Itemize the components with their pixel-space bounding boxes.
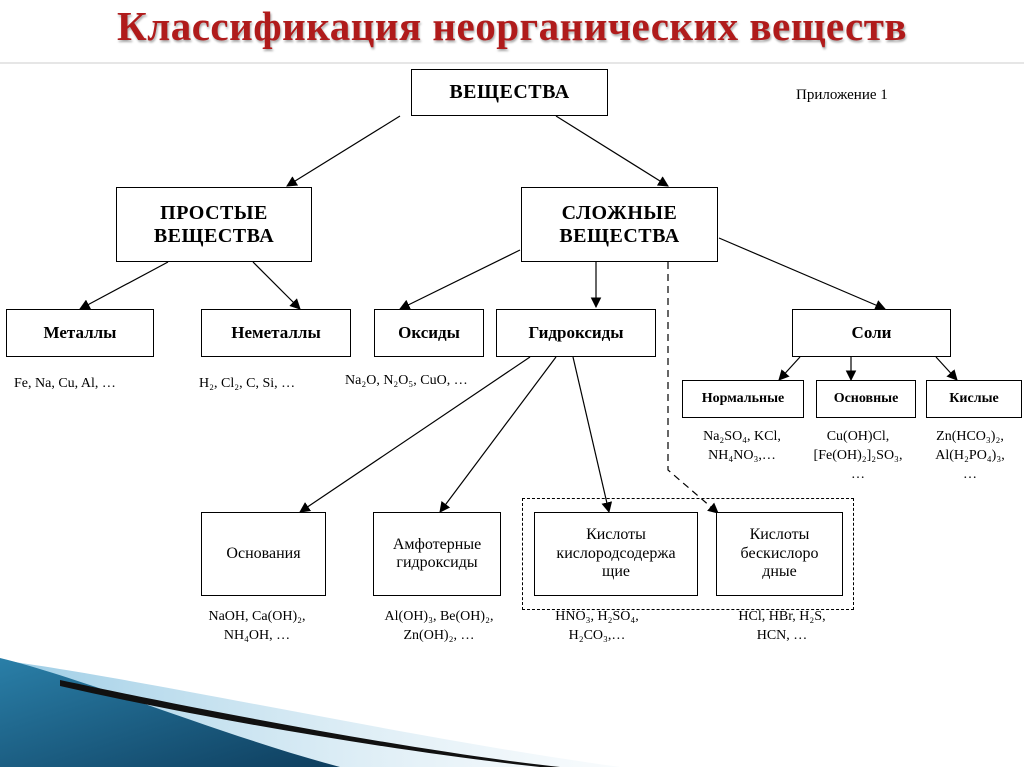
arrow-simple-nonmetals [252, 261, 301, 310]
slide-title: Классификация неорганических веществ [116, 3, 908, 49]
node-oxygen-acids-label: Кислоты кислородсодержа щие [556, 526, 676, 581]
node-normal-salts: Нормальные [682, 380, 804, 418]
amphoteric-examples-line-2: Zn(OH)₂, … [403, 627, 475, 643]
decorative-bottom-wedge [0, 658, 620, 767]
node-oxygenfree-acids: Кислоты бескислоро дные [716, 512, 843, 596]
node-basic-salts: Основные [816, 380, 916, 418]
nonmetals-examples: H₂, Cl₂, C, Si, … [199, 376, 296, 391]
node-complex-substances-label: СЛОЖНЫЕ ВЕЩЕСТВА [559, 201, 680, 247]
node-salts-label: Соли [851, 323, 892, 343]
node-simple-substances-label: ПРОСТЫЕ ВЕЩЕСТВА [153, 201, 275, 247]
node-nonmetals-label: Неметаллы [231, 323, 321, 343]
node-oxides-label: Оксиды [398, 323, 460, 343]
node-amphoteric-hydroxides-label: Амфотерные гидроксиды [392, 535, 482, 571]
title-divider [0, 62, 1024, 64]
node-hydroxides-label: Гидроксиды [528, 323, 624, 343]
node-substances-label: ВЕЩЕСТВА [449, 81, 570, 103]
node-bases-label: Основания [226, 544, 301, 562]
arrow-hydroxides-amphoteric [439, 356, 557, 513]
node-bases: Основания [201, 512, 326, 596]
oxy-acids-examples-line-2: H₂CO₃,… [568, 627, 626, 643]
basic-salts-examples-line-3: … [851, 466, 865, 482]
node-substances: ВЕЩЕСТВА [411, 69, 608, 116]
wedge-teal-band [0, 658, 340, 767]
node-hydroxides: Гидроксиды [496, 309, 656, 357]
arrow-complex-oxides [399, 249, 521, 310]
oxides-examples: Na₂O, N₂O₅, CuO, … [345, 373, 468, 388]
bases-examples: NaOH, Ca(OH)₂, NH₄OH, … [195, 608, 319, 646]
node-normal-salts-label: Нормальные [701, 390, 785, 406]
basic-salts-examples-line-1: Cu(OH)Cl, [826, 429, 890, 444]
node-acid-salts: Кислые [926, 380, 1022, 418]
arrow-simple-metals [79, 261, 169, 310]
basic-salts-examples: Cu(OH)Cl, [Fe(OH)₂]₂SO₃, … [796, 428, 920, 485]
bases-examples-line-2: NH₄OH, … [223, 627, 291, 643]
basic-salts-examples-line-2: [Fe(OH)₂]₂SO₃, [813, 447, 903, 463]
node-nonmetals: Неметаллы [201, 309, 351, 357]
acid-salts-examples-line-1: Zn(HCO₃)₂, [936, 429, 1004, 444]
metals-examples: Fe, Na, Cu, Al, … [14, 376, 116, 391]
arrow-complex-salts [718, 237, 886, 311]
oxygenfree-acids-examples-line-2: HCN, … [756, 627, 808, 643]
node-oxygenfree-acids-label: Кислоты бескислоро дные [740, 526, 819, 581]
node-metals-label: Металлы [43, 323, 117, 343]
arrow-substances-simple [286, 115, 401, 187]
arrow-salts-acid [935, 356, 958, 381]
oxygenfree-acids-examples: HCl, HBr, H₂S, HCN, … [722, 608, 842, 646]
acid-salts-examples: Zn(HCO₃)₂, Al(H₂PO₄)₃, … [922, 428, 1018, 485]
amphoteric-examples-line-1: Al(OH)₃, Be(OH)₂, [384, 609, 494, 624]
node-amphoteric-hydroxides: Амфотерные гидроксиды [373, 512, 501, 596]
node-basic-salts-label: Основные [833, 390, 899, 406]
arrow-hydroxides-bases [299, 356, 531, 513]
node-oxygen-acids: Кислоты кислородсодержа щие [534, 512, 698, 596]
arrow-salts-normal [778, 356, 801, 381]
appendix-label: Приложение 1 [796, 87, 888, 103]
node-oxides: Оксиды [374, 309, 484, 357]
node-metals: Металлы [6, 309, 154, 357]
acids-group-dashed-border [522, 498, 854, 610]
amphoteric-examples: Al(OH)₃, Be(OH)₂, Zn(OH)₂, … [372, 608, 506, 646]
node-complex-substances: СЛОЖНЫЕ ВЕЩЕСТВА [521, 187, 718, 262]
arrow-hydroxides-oxyacids [572, 356, 613, 514]
arrow-complex-oxygenfree-dashed [667, 262, 719, 514]
normal-salts-examples-line-1: Na₂SO₄, KCl, [703, 429, 781, 444]
arrow-substances-complex [555, 115, 669, 187]
oxy-acids-examples: HNO₃, H₂SO₄, H₂CO₃,… [540, 608, 654, 646]
node-acid-salts-label: Кислые [949, 390, 999, 406]
acid-salts-examples-line-3: … [963, 466, 977, 482]
normal-salts-examples-line-2: NH₄NO₃,… [708, 447, 776, 463]
bases-examples-line-1: NaOH, Ca(OH)₂, [208, 609, 306, 624]
node-salts: Соли [792, 309, 951, 357]
oxygenfree-acids-examples-line-1: HCl, HBr, H₂S, [738, 609, 826, 624]
acid-salts-examples-line-2: Al(H₂PO₄)₃, [935, 447, 1005, 463]
oxy-acids-examples-line-1: HNO₃, H₂SO₄, [555, 609, 639, 624]
node-simple-substances: ПРОСТЫЕ ВЕЩЕСТВА [116, 187, 312, 262]
normal-salts-examples: Na₂SO₄, KCl, NH₄NO₃,… [683, 428, 801, 466]
